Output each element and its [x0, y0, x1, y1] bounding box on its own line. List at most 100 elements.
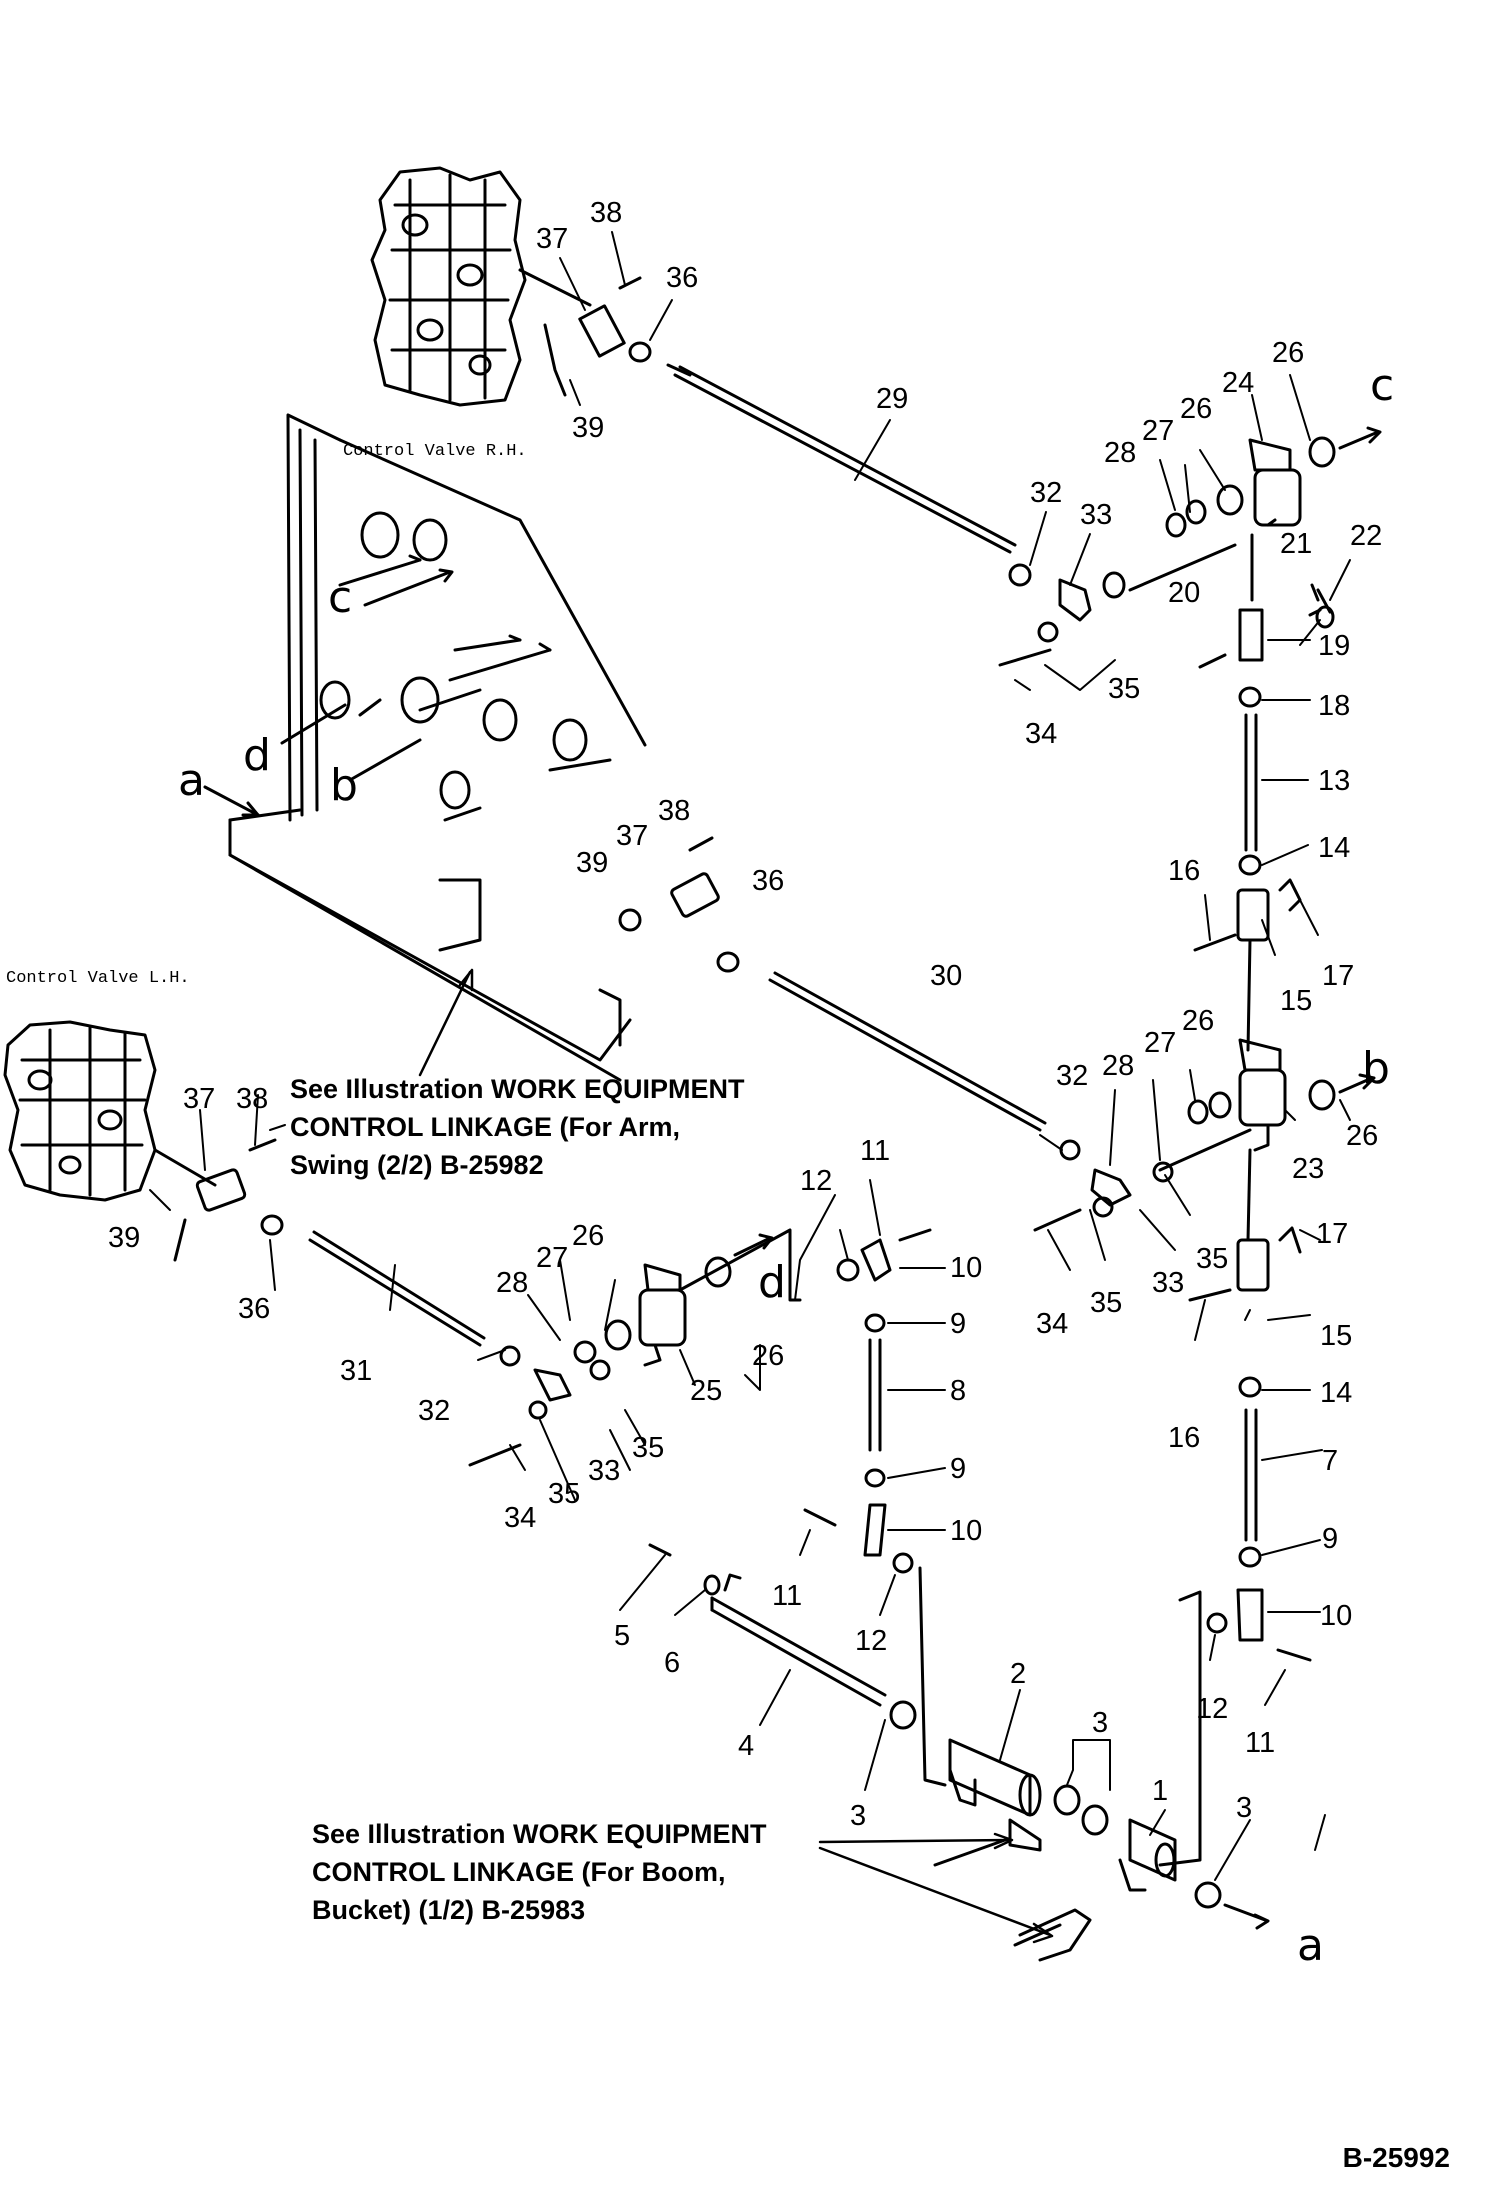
callout-9: 9 [950, 1453, 966, 1485]
control-valve-lh-label: Control Valve L.H. [6, 969, 190, 988]
callout-32: 32 [1056, 1060, 1088, 1092]
callout-14: 14 [1320, 1377, 1352, 1409]
callout-38: 38 [590, 197, 622, 229]
callout-10: 10 [950, 1252, 982, 1284]
callout-26: 26 [1182, 1005, 1214, 1037]
callout-38: 38 [658, 795, 690, 827]
callout-12: 12 [800, 1165, 832, 1197]
rod-8-drawing [803, 1228, 947, 1787]
rod-30-drawing [618, 836, 1376, 1568]
callout-36: 36 [752, 865, 784, 897]
callout-34: 34 [1025, 718, 1057, 750]
note-boom-bucket-line3: Bucket) (1/2) B-25983 [312, 1895, 586, 1925]
callout-35: 35 [632, 1432, 664, 1464]
callout-5: 5 [614, 1620, 630, 1652]
callout-9: 9 [950, 1308, 966, 1340]
callout-35: 35 [548, 1478, 580, 1510]
letter-d-lower: d [758, 1257, 786, 1308]
letter-d-frame: d [243, 730, 271, 781]
callout-16: 16 [1168, 1422, 1200, 1454]
callout-36: 36 [238, 1293, 270, 1325]
callout-36: 36 [666, 262, 698, 294]
callout-33: 33 [1080, 499, 1112, 531]
letter-c-frame: c [328, 572, 352, 623]
callout-31: 31 [340, 1355, 372, 1387]
note-boom-bucket-line2: CONTROL LINKAGE (For Boom, [312, 1857, 726, 1887]
letter-b-right: b [1362, 1043, 1390, 1094]
callout-16: 16 [1168, 855, 1200, 887]
callout-3: 3 [850, 1800, 866, 1832]
letter-a-bottom: a [1297, 1920, 1324, 1971]
callout-23: 23 [1292, 1153, 1324, 1185]
note-boom-bucket-line1: See Illustration WORK EQUIPMENT [312, 1819, 767, 1849]
callout-30: 30 [930, 960, 962, 992]
frame-connection-arrows [203, 568, 454, 817]
note-arm-swing-reference: See Illustration WORK EQUIPMENT CONTROL … [290, 1070, 745, 1184]
callout-10: 10 [1320, 1600, 1352, 1632]
control-valve-rh-label: Control Valve R.H. [343, 442, 527, 461]
lower-right-assembly-drawing [1158, 1588, 1312, 1930]
callout-39: 39 [576, 847, 608, 879]
callout-15: 15 [1280, 985, 1312, 1017]
callout-10: 10 [950, 1515, 982, 1547]
callout-35: 35 [1108, 673, 1140, 705]
control-valve-rh-drawing [370, 166, 592, 407]
callout-35: 35 [1196, 1243, 1228, 1275]
callout-28: 28 [496, 1267, 528, 1299]
note-arm-swing-line1: See Illustration WORK EQUIPMENT [290, 1074, 745, 1104]
callout-26: 26 [1180, 393, 1212, 425]
callout-17: 17 [1316, 1218, 1348, 1250]
letter-b-frame: b [330, 760, 358, 811]
callout-27: 27 [1144, 1027, 1176, 1059]
callout-21: 21 [1280, 528, 1312, 560]
callout-12: 12 [1196, 1693, 1228, 1725]
letter-a-frame: a [178, 755, 205, 806]
callout-14: 14 [1318, 832, 1350, 864]
callout-32: 32 [1030, 477, 1062, 509]
callout-39: 39 [572, 412, 604, 444]
note-arm-swing-line3: Swing (2/2) B-25982 [290, 1150, 544, 1180]
callout-7: 7 [1322, 1445, 1338, 1477]
callout-28: 28 [1104, 437, 1136, 469]
callout-leaders [149, 231, 1351, 1881]
callout-15: 15 [1320, 1320, 1352, 1352]
callout-28: 28 [1102, 1050, 1134, 1082]
note-boom-bucket-reference: See Illustration WORK EQUIPMENT CONTROL … [312, 1815, 767, 1929]
callout-33: 33 [1152, 1267, 1184, 1299]
letter-c-right: c [1370, 360, 1394, 411]
callout-6: 6 [664, 1647, 680, 1679]
callout-11: 11 [772, 1580, 802, 1612]
frame-bracket-drawing [228, 413, 647, 1082]
callout-25: 25 [690, 1375, 722, 1407]
callout-39: 39 [108, 1222, 140, 1254]
document-id: B-25992 [1342, 2142, 1450, 2173]
callout-13: 13 [1318, 765, 1350, 797]
bottom-assembly-drawing [648, 1543, 1177, 1962]
note-arm-swing-line2: CONTROL LINKAGE (For Arm, [290, 1112, 680, 1142]
callout-8: 8 [950, 1375, 966, 1407]
callout-29: 29 [876, 383, 908, 415]
callout-35: 35 [1090, 1287, 1122, 1319]
callout-37: 37 [616, 820, 648, 852]
callout-37: 37 [183, 1083, 215, 1115]
callout-19: 19 [1318, 630, 1350, 662]
rod-29-drawing [543, 276, 1017, 554]
callout-27: 27 [536, 1242, 568, 1274]
callout-numbers: 37 38 36 39 29 32 33 35 34 28 27 26 24 2… [108, 197, 1382, 1832]
callout-26: 26 [572, 1220, 604, 1252]
callout-11: 11 [860, 1135, 890, 1167]
control-valve-lh-drawing [3, 1020, 217, 1202]
callout-22: 22 [1350, 520, 1382, 552]
upper-right-assembly-drawing [998, 426, 1382, 1052]
callout-32: 32 [418, 1395, 450, 1427]
callout-26: 26 [752, 1340, 784, 1372]
callout-24: 24 [1222, 367, 1254, 399]
callout-3: 3 [1236, 1792, 1252, 1824]
callout-12: 12 [855, 1625, 887, 1657]
connection-letters: a a b b c c d d [178, 360, 1394, 1971]
callout-38: 38 [236, 1083, 268, 1115]
callout-26: 26 [1346, 1120, 1378, 1152]
callout-4: 4 [738, 1730, 754, 1762]
